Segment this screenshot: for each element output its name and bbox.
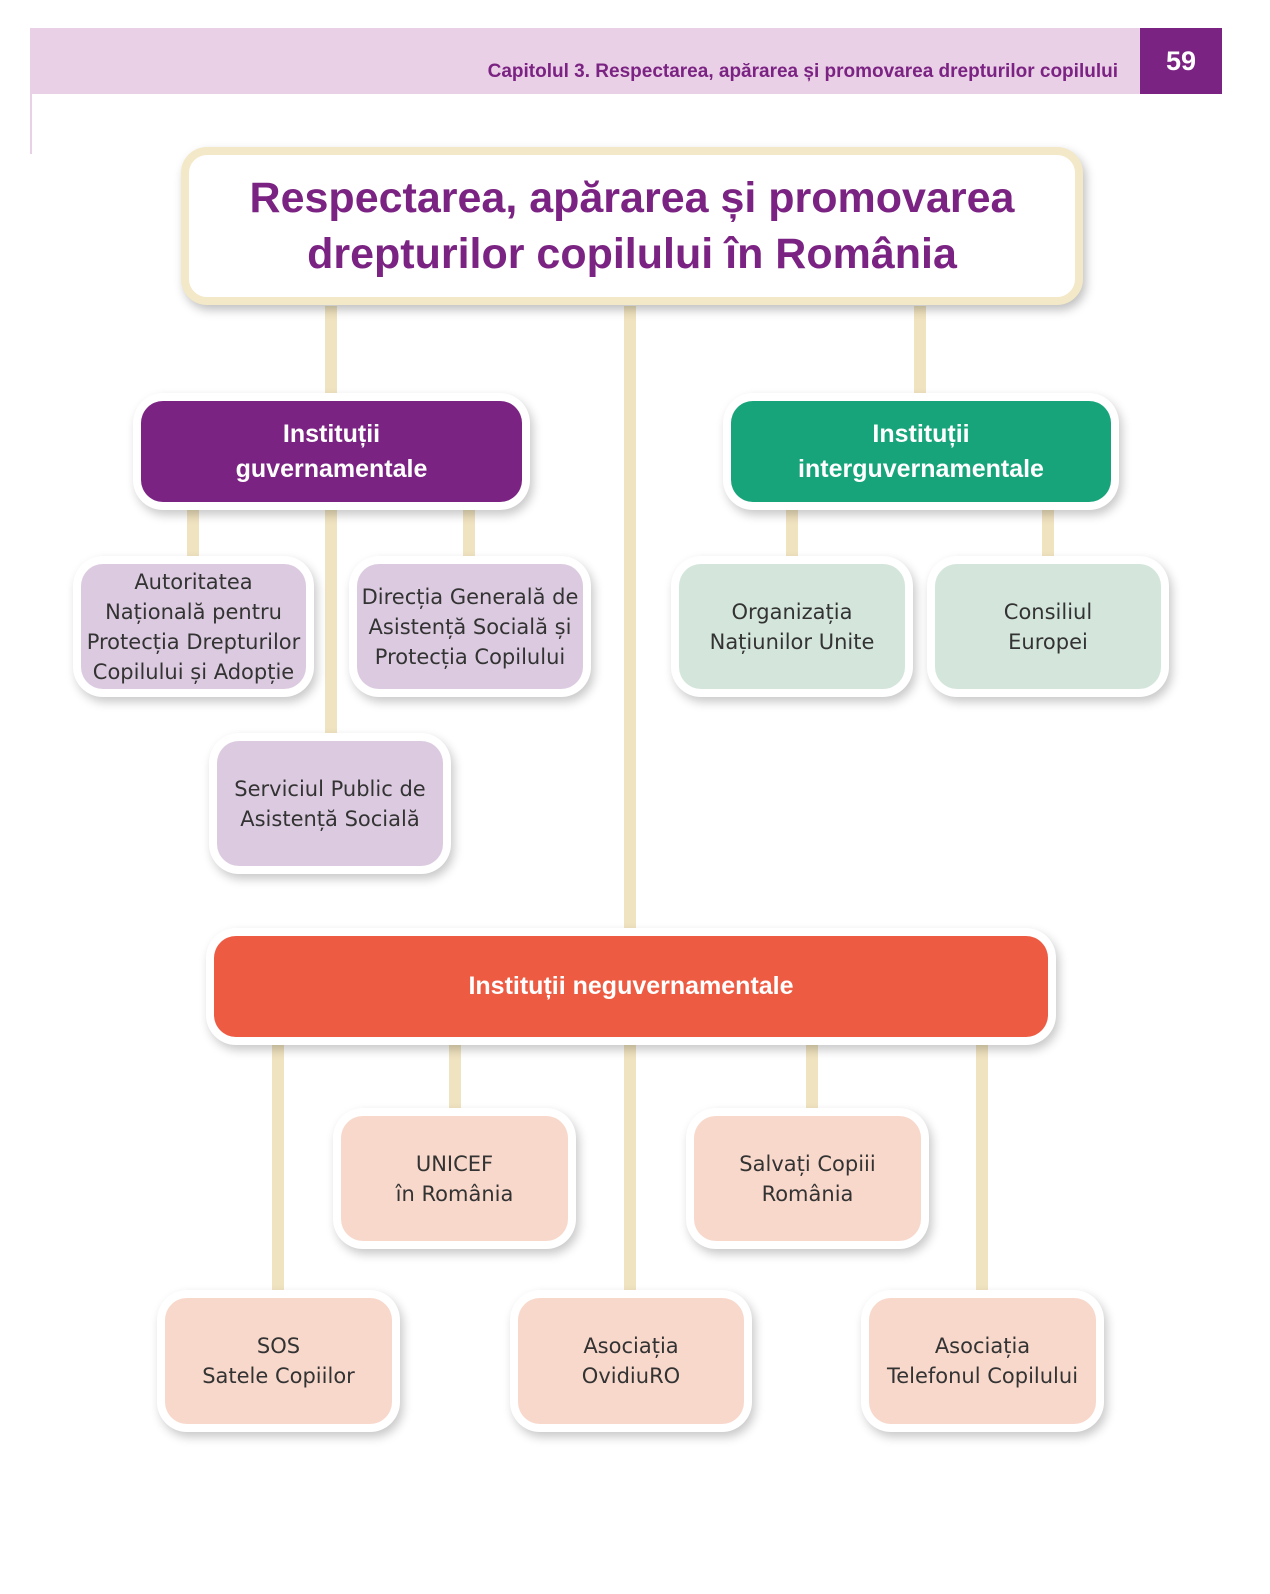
header-bar: [30, 28, 1142, 94]
chapter-title: Capitolul 3. Respectarea, apărarea și pr…: [487, 61, 1118, 82]
category-intergovernmental: Instituții interguvernamentale: [731, 401, 1111, 502]
node-salvati-copiii: Salvați Copiii România: [694, 1116, 921, 1241]
node-unicef: UNICEF în România: [341, 1116, 568, 1241]
node-consiliul-europei: Consiliul Europei: [935, 564, 1161, 689]
node-spas: Serviciul Public de Asistență Socială: [217, 741, 443, 866]
node-ovidiuro: Asociația OvidiuRO: [518, 1298, 744, 1424]
margin-rule: [30, 94, 32, 154]
node-dgaspc: Direcția Generală de Asistență Socială ș…: [357, 564, 583, 689]
node-onu: Organizația Națiunilor Unite: [679, 564, 905, 689]
node-anpdca: Autoritatea Națională pentru Protecția D…: [81, 564, 306, 689]
category-governmental: Instituții guvernamentale: [141, 401, 522, 502]
page-number: 59: [1140, 28, 1222, 94]
diagram-title: Respectarea, apărarea și promovarea drep…: [181, 147, 1083, 305]
node-telefonul-copilului: Asociația Telefonul Copilului: [869, 1298, 1096, 1424]
category-nongovernmental: Instituții neguvernamentale: [214, 936, 1048, 1037]
node-sos-satele-copiilor: SOS Satele Copiilor: [165, 1298, 392, 1424]
